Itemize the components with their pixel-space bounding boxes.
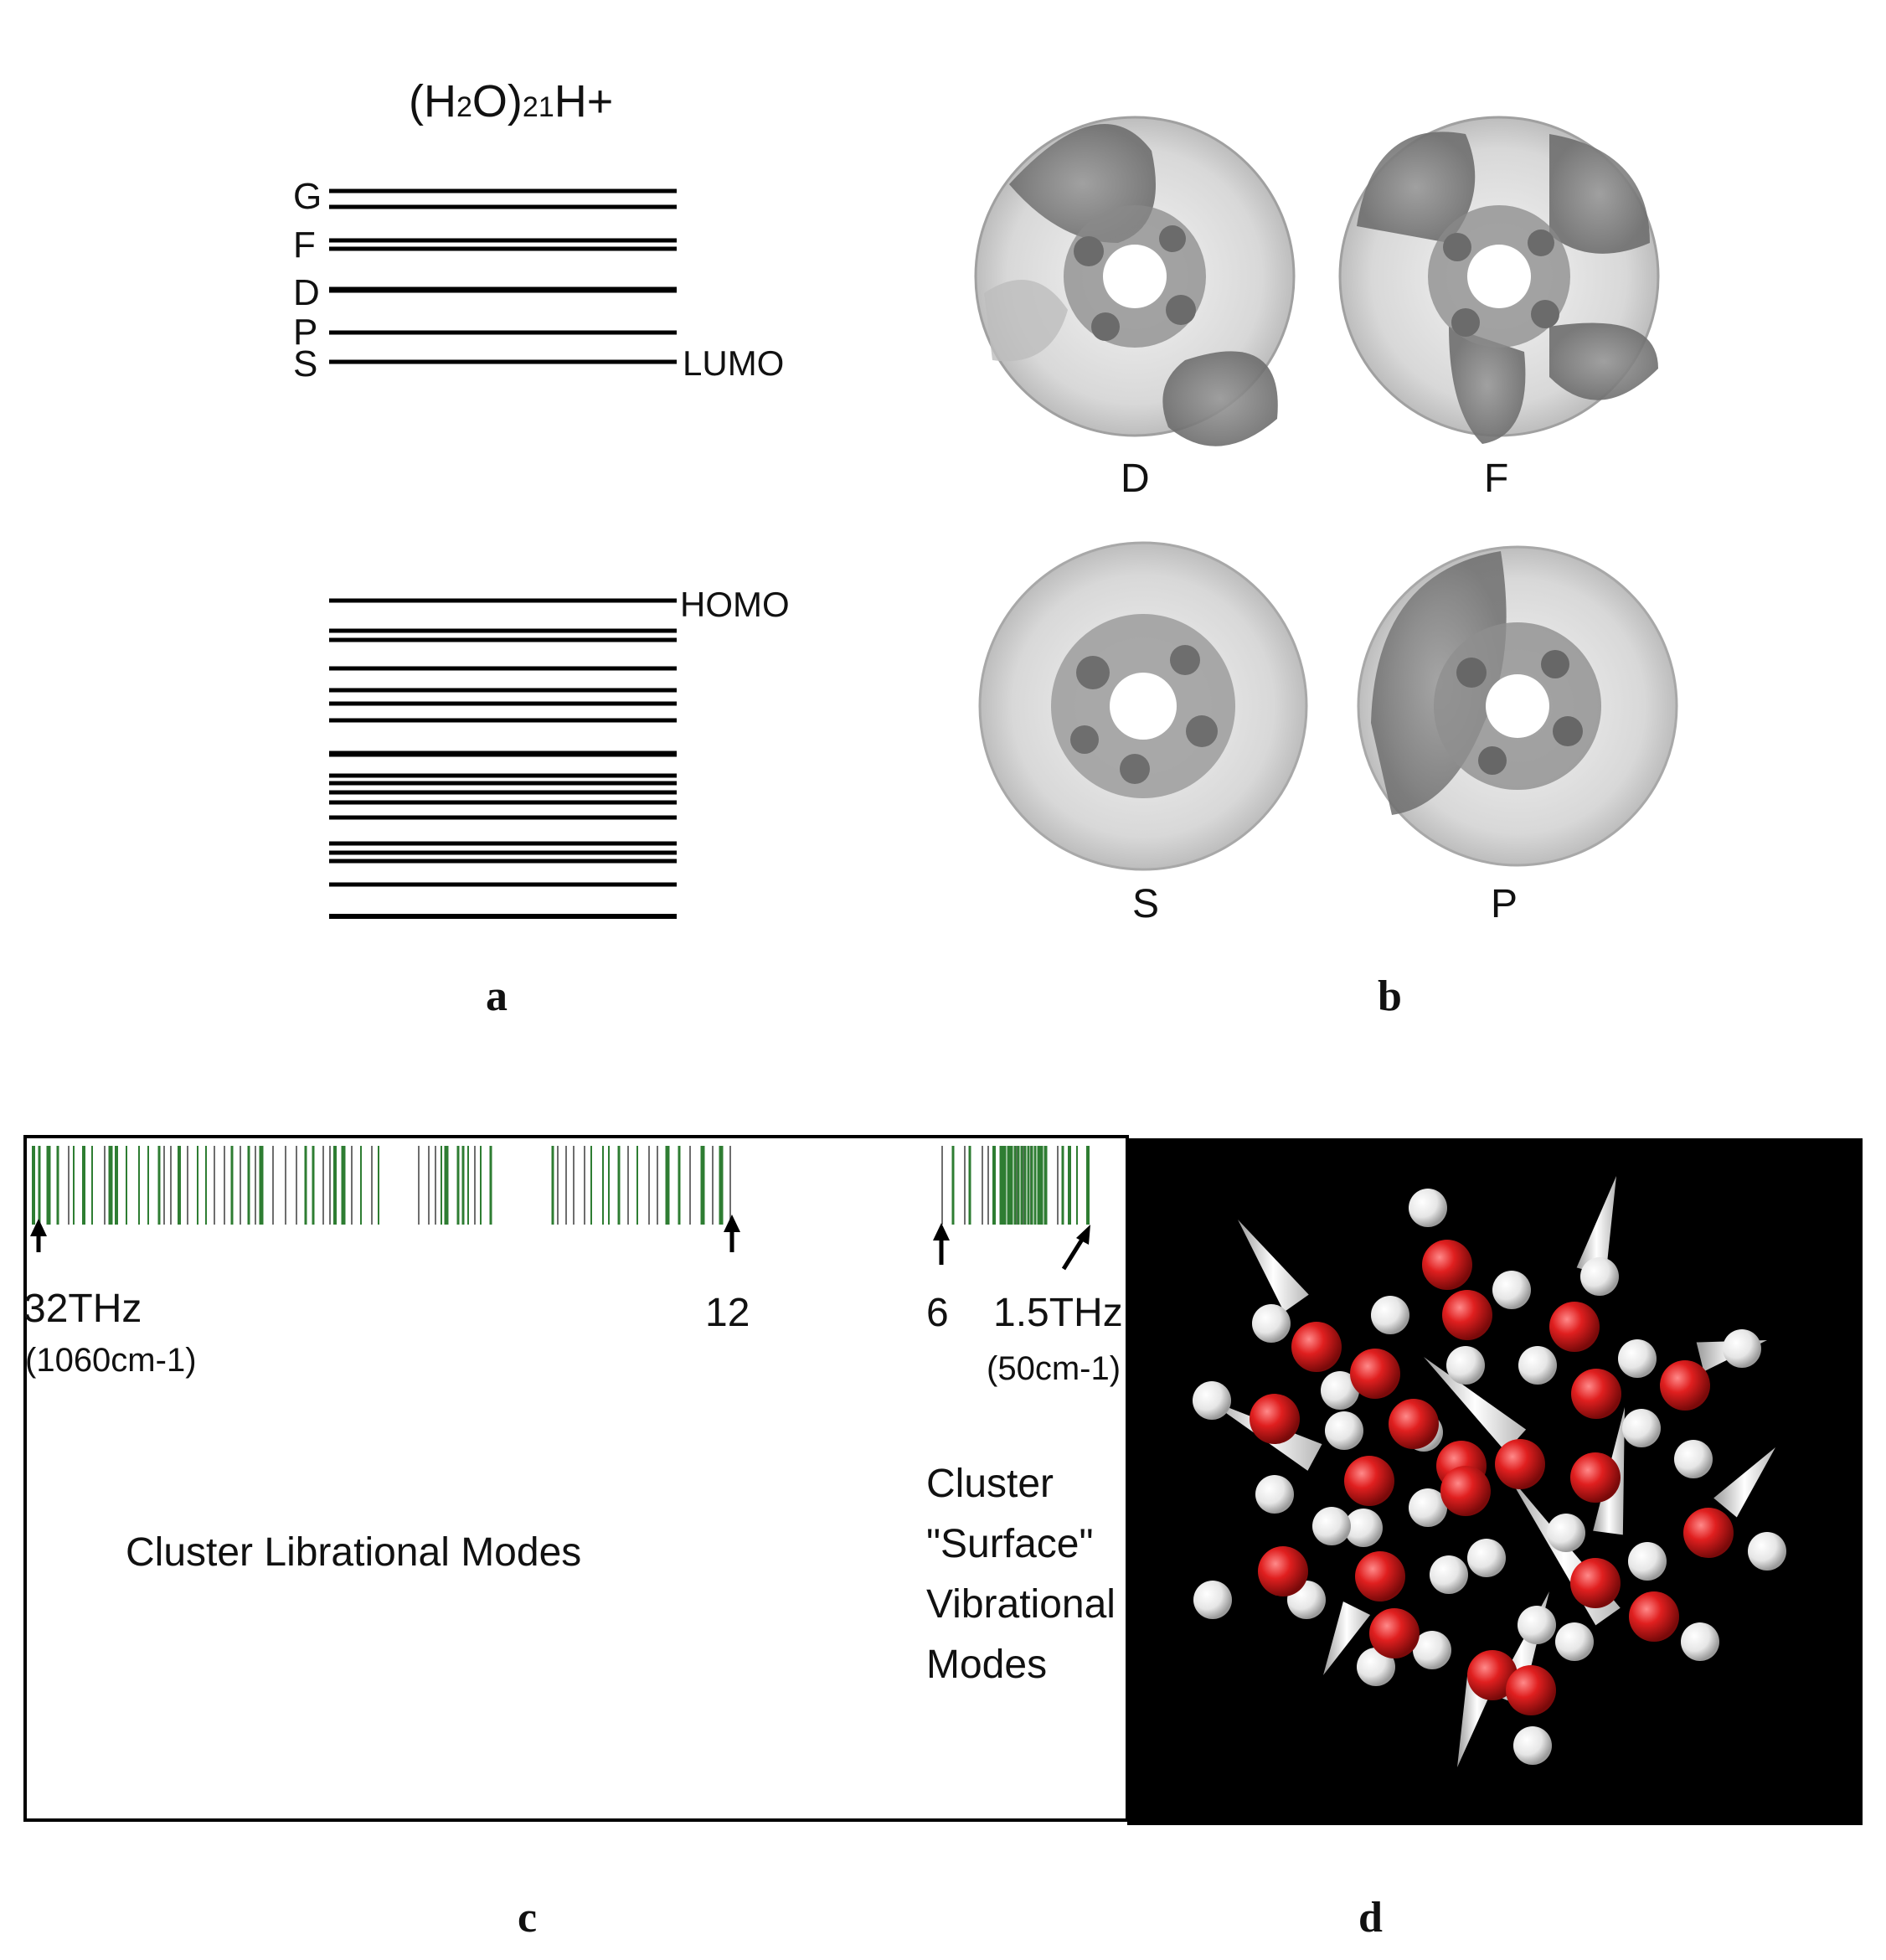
libration-modes-text: Cluster Librational Modes [126, 1530, 582, 1575]
orbital-label-f: F [1484, 456, 1509, 501]
molecule-viewport [1127, 1138, 1863, 1825]
title-subscript: 21 [522, 91, 554, 123]
level-label-g: G [293, 176, 322, 217]
level-label-s: S [293, 343, 318, 384]
arrow-label-12: 12 [705, 1291, 750, 1335]
caption-a: a [486, 972, 508, 1020]
orbital-p-image [1357, 545, 1678, 867]
panel-c-frame [23, 1135, 1129, 1822]
caption-d: d [1358, 1894, 1383, 1942]
sub-label-1060: (1060cm-1) [25, 1342, 197, 1379]
level-label-p: P [293, 312, 318, 353]
title-part: H+ [554, 76, 614, 126]
caption-b: b [1378, 972, 1402, 1020]
orbital-label-p: P [1491, 882, 1518, 926]
homo-label: HOMO [680, 585, 790, 624]
level-label-f: F [293, 224, 316, 266]
sub-label-50: (50cm-1) [987, 1350, 1121, 1387]
orbital-s-image [978, 541, 1308, 871]
title-part: (H [409, 76, 456, 126]
caption-c: c [518, 1894, 538, 1942]
orbital-d-image [974, 116, 1296, 446]
level-label-d: D [293, 272, 320, 313]
title-subscript: 2 [456, 91, 472, 123]
panel-a-title: (H2O)21H+ [409, 75, 613, 127]
arrow-label-6: 6 [926, 1291, 949, 1335]
arrow-label-32thz: 32THz [23, 1287, 142, 1331]
surface-text-line-3: Vibrational [926, 1582, 1116, 1627]
arrow-label-1-5thz: 1.5THz [993, 1291, 1123, 1335]
lumo-label: LUMO [683, 343, 785, 383]
surface-text-line-2: "Surface" [926, 1522, 1094, 1566]
orbital-label-s: S [1132, 882, 1160, 926]
orbital-f-image [1338, 116, 1660, 444]
surface-text-line-4: Modes [926, 1643, 1048, 1687]
title-part: O) [472, 76, 523, 126]
orbital-label-d: D [1121, 456, 1150, 501]
surface-text-line-1: Cluster [926, 1462, 1054, 1506]
